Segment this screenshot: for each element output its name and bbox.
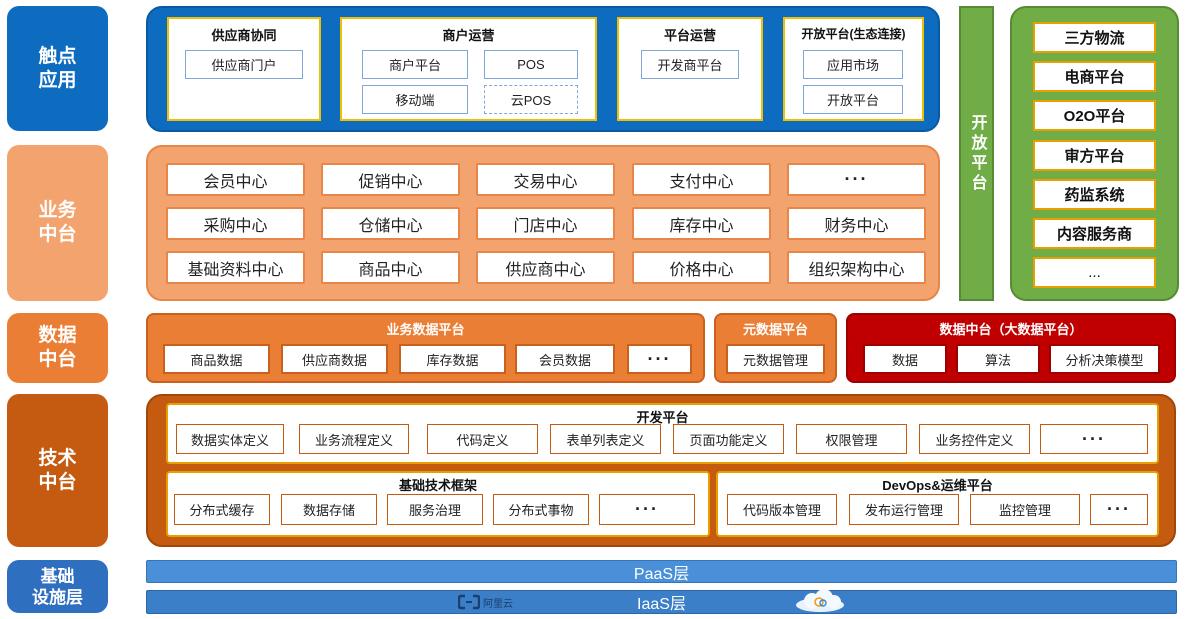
chip-open-platform[interactable]: 开放平台: [803, 85, 903, 114]
meta-data-title: 元数据平台: [742, 322, 808, 337]
chip-merchant-platform[interactable]: 商户平台: [362, 50, 468, 79]
biz-warehouse-center[interactable]: 仓储中心: [321, 207, 460, 240]
dev-page-definition[interactable]: 页面功能定义: [673, 424, 784, 454]
eco-content-provider[interactable]: 内容服务商: [1033, 218, 1156, 249]
devops-release-management[interactable]: 发布运行管理: [849, 494, 959, 525]
dev-form-definition[interactable]: 表单列表定义: [550, 424, 661, 454]
bigdata-algorithm[interactable]: 算法: [956, 344, 1040, 374]
aliyun-logo-icon: 阿里云: [458, 592, 538, 612]
fw-data-storage[interactable]: 数据存储: [281, 494, 377, 525]
chip-supplier-portal[interactable]: 供应商门户: [185, 50, 303, 79]
biz-inventory-center[interactable]: 库存中心: [632, 207, 771, 240]
chip-pos[interactable]: POS: [484, 50, 578, 79]
aliyun-logo-text: 阿里云: [483, 598, 513, 610]
group-open-title: 开放平台(生态连接): [801, 27, 906, 41]
biz-store-center[interactable]: 门店中心: [476, 207, 615, 240]
eco-drug-supervision[interactable]: 药监系统: [1033, 179, 1156, 210]
data-supplier[interactable]: 供应商数据: [281, 344, 388, 374]
group-platform-title: 平台运营: [663, 28, 716, 43]
layer-label-tech: 技术 中台: [7, 394, 108, 547]
biz-purchase-center[interactable]: 采购中心: [166, 207, 305, 240]
cloud-icon: [792, 588, 848, 614]
data-inventory[interactable]: 库存数据: [399, 344, 506, 374]
devops-title: DevOps&运维平台: [882, 478, 993, 493]
chip-developer-platform[interactable]: 开发商平台: [641, 50, 739, 79]
fw-distributed-transaction[interactable]: 分布式事物: [493, 494, 589, 525]
eco-logistics[interactable]: 三方物流: [1033, 22, 1156, 53]
dev-platform-title: 开发平台: [636, 410, 689, 425]
group-platform: 平台运营 开发商平台: [617, 17, 763, 121]
data-product[interactable]: 商品数据: [163, 344, 270, 374]
open-platform-vertical[interactable]: 开放平台: [959, 6, 994, 301]
chip-cloud-pos[interactable]: 云POS: [484, 85, 578, 114]
biz-finance-center[interactable]: 财务中心: [787, 207, 926, 240]
group-supplier: 供应商协同 供应商门户: [167, 17, 321, 121]
biz-product-center[interactable]: 商品中心: [321, 251, 460, 284]
data-more[interactable]: ···: [627, 344, 692, 374]
iaas-layer[interactable]: IaaS层: [146, 590, 1177, 614]
devops-version-management[interactable]: 代码版本管理: [727, 494, 837, 525]
bigdata-title: 数据中台（大数据平台）: [939, 322, 1083, 337]
dev-more[interactable]: ···: [1040, 424, 1148, 454]
devops-monitoring[interactable]: 监控管理: [970, 494, 1080, 525]
paas-layer[interactable]: PaaS层: [146, 560, 1177, 583]
data-member[interactable]: 会员数据: [515, 344, 615, 374]
biz-member-center[interactable]: 会员中心: [166, 163, 305, 196]
eco-o2o[interactable]: O2O平台: [1033, 100, 1156, 131]
dev-entity-definition[interactable]: 数据实体定义: [176, 424, 284, 454]
fw-distributed-cache[interactable]: 分布式缓存: [174, 494, 270, 525]
fw-service-governance[interactable]: 服务治理: [387, 494, 483, 525]
bigdata-decision-model[interactable]: 分析决策模型: [1049, 344, 1160, 374]
dev-process-definition[interactable]: 业务流程定义: [299, 424, 409, 454]
biz-more[interactable]: ···: [787, 163, 926, 196]
biz-payment-center[interactable]: 支付中心: [632, 163, 771, 196]
group-supplier-title: 供应商协同: [211, 28, 277, 43]
layer-label-touch: 触点 应用: [7, 6, 108, 131]
layer-label-data: 数据 中台: [7, 313, 108, 383]
layer-label-business: 业务 中台: [7, 145, 108, 301]
layer-label-infra: 基础 设施层: [7, 560, 108, 613]
biz-org-center[interactable]: 组织架构中心: [787, 251, 926, 284]
aliyun-mark-icon: [458, 594, 480, 610]
group-open: 开放平台(生态连接) 应用市场 开放平台: [783, 17, 924, 121]
dev-control-definition[interactable]: 业务控件定义: [919, 424, 1030, 454]
chip-app-market[interactable]: 应用市场: [803, 50, 903, 79]
eco-ecommerce[interactable]: 电商平台: [1033, 61, 1156, 92]
eco-more[interactable]: ...: [1033, 257, 1156, 288]
biz-promotion-center[interactable]: 促销中心: [321, 163, 460, 196]
dev-permission-management[interactable]: 权限管理: [796, 424, 907, 454]
group-merchant-title: 商户运营: [442, 28, 495, 43]
biz-trade-center[interactable]: 交易中心: [476, 163, 615, 196]
dev-code-definition[interactable]: 代码定义: [427, 424, 538, 454]
biz-supplier-center[interactable]: 供应商中心: [476, 251, 615, 284]
business-data-title: 业务数据平台: [386, 322, 465, 337]
group-merchant: 商户运营 商户平台 POS 移动端 云POS: [340, 17, 597, 121]
meta-data-management[interactable]: 元数据管理: [726, 344, 825, 374]
fw-more[interactable]: ···: [599, 494, 695, 525]
framework-title: 基础技术框架: [398, 478, 477, 493]
bigdata-data[interactable]: 数据: [863, 344, 947, 374]
chip-mobile[interactable]: 移动端: [362, 85, 468, 114]
eco-prescription-review[interactable]: 审方平台: [1033, 140, 1156, 171]
biz-price-center[interactable]: 价格中心: [632, 251, 771, 284]
biz-basic-data-center[interactable]: 基础资料中心: [166, 251, 305, 284]
devops-more[interactable]: ···: [1090, 494, 1148, 525]
